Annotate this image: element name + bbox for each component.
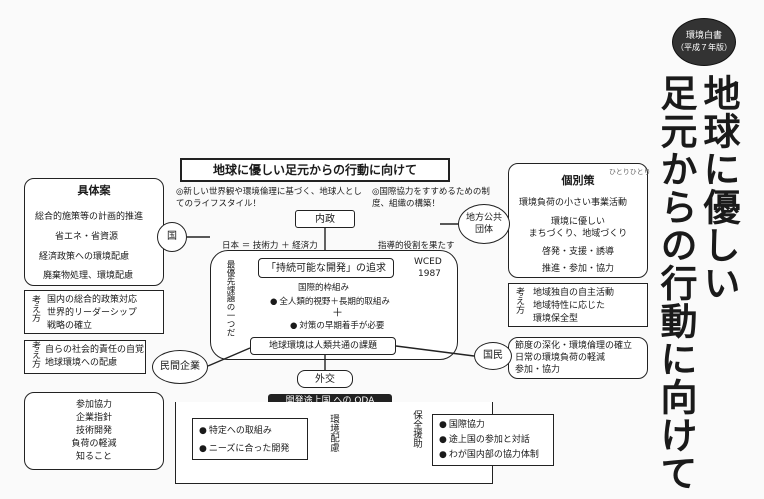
left-bottom-side-box: 考え方 自らの社会的責任の自覚 地球環境への配慮 (24, 340, 146, 374)
oda-mid-1: 環境配慮 (328, 414, 339, 452)
actor-chiho: 地方公共団体 (458, 204, 510, 244)
note-right: ◎国際協力をすすめるための制度、組織の構築！ (372, 186, 502, 210)
right-top-side-item: 地域独自の自主活動 (533, 288, 615, 298)
left-bottom-panel: 参加協力 企業指針 技術開発 負荷の軽減 知ること (24, 392, 164, 470)
note-left-text: ◎新しい世界観や環境倫理に基づく、地球人としてのライフスタイル！ (176, 187, 362, 209)
oda-right-item: 途上国の参加と対話 (439, 434, 530, 447)
oda-mid-2: 保全援助 (411, 410, 422, 448)
center-title: 地球に優しい足元からの行動に向けて (212, 163, 417, 177)
actor-kokumin: 国民 (474, 342, 512, 370)
oda-right-item: わが国内部の協力体制 (439, 449, 539, 462)
actor-chiho-label: 地方公共団体 (465, 213, 502, 235)
right-top-item: 推進・参加・協力 (541, 264, 614, 274)
wced-year: 1987 (418, 269, 441, 279)
pursuit-box: 「持続可能な開発」の追求 (258, 258, 394, 278)
actor-kuni-label: 国 (167, 231, 177, 242)
left-top-item: 総合的施策等の計画的推進 (35, 212, 144, 222)
naisei-label: 内政 (315, 214, 335, 225)
right-top-side-item: 地域特性に応じた (533, 301, 606, 311)
left-top-item: 廃棄物処理、環境配慮 (43, 271, 134, 281)
connector-minkan (207, 347, 251, 367)
vertical-title-line2: 足元からの行動に向けて (654, 74, 697, 492)
left-top-item: 経済政策への環境配慮 (39, 252, 130, 262)
badge-line2: （平成７年版） (676, 43, 732, 52)
priority-vertical: 最優先課題の一つだ (225, 260, 235, 337)
left-bottom-side-label: 考え方 (30, 341, 40, 368)
actor-kuni: 国 (157, 222, 187, 252)
oda-right-item: 国際協力 (439, 419, 485, 432)
left-bottom-side-item: 自らの社会的責任の自覚 (45, 345, 145, 355)
right-top-side-box: 考え方 地域独自の自主活動 地域特性に応じた 環境保全型 (508, 283, 648, 327)
left-top-panel: 具体案 総合的施策等の計画的推進 省エネ・省資源 経済政策への環境配慮 廃棄物処… (24, 178, 164, 286)
vertical-title-line1: 地球に優しい (697, 74, 740, 302)
framework-bullet-2: 対策の早期着手が必要 (290, 320, 384, 333)
left-bottom-item: 参加協力 (75, 400, 112, 410)
right-bottom-item: 節度の深化・環境倫理の確立 (515, 341, 633, 351)
right-bottom-item: 日常の環境負荷の軽減 (515, 353, 606, 363)
actor-minkan-label: 民間企業 (160, 361, 200, 372)
left-top-side-box: 考え方 国内の総合的政策対応 世界的リーダーシップ 戦略の確立 (24, 290, 164, 334)
right-top-side-label: 考え方 (514, 287, 524, 314)
pursuit-label: 「持続可能な開発」の追求 (266, 263, 386, 274)
center-title-box: 地球に優しい足元からの行動に向けて (180, 158, 450, 182)
left-top-heading: 具体案 (77, 184, 111, 197)
gaiko-label: 外交 (315, 374, 335, 385)
plus-sign: ＋ (332, 306, 343, 319)
right-top-item: 啓発・支援・誘導 (541, 247, 614, 257)
connector-kokumin (395, 345, 475, 357)
left-bottom-side-item: 地球環境への配慮 (45, 358, 118, 368)
left-top-side-label: 考え方 (30, 295, 40, 322)
left-top-side-item: 世界的リーダーシップ (47, 308, 137, 318)
framework-bullet-1: 全人類的視野＋長期的取組み (270, 296, 390, 309)
note-right-text: ◎国際協力をすすめるための制度、組織の構築！ (372, 187, 490, 209)
right-bottom-item: 参加・協力 (515, 365, 561, 375)
left-top-side-item: 戦略の確立 (47, 321, 93, 331)
left-top-side-item: 国内の総合的政策対応 (47, 295, 138, 305)
left-bottom-item: 企業指針 (75, 413, 112, 423)
badge-line1: 環境白書 (685, 31, 722, 41)
note-left: ◎新しい世界観や環境倫理に基づく、地球人としてのライフスタイル！ (176, 186, 366, 210)
right-top-badge: ひとりひとり (609, 168, 651, 176)
actor-minkan: 民間企業 (152, 350, 208, 384)
common-box: 地球環境は人類共通の課題 (250, 337, 396, 355)
left-bottom-item: 技術開発 (75, 426, 112, 436)
left-bottom-item: 知ること (75, 452, 112, 462)
right-top-side-item: 環境保全型 (533, 314, 579, 324)
common-label: 地球環境は人類共通の課題 (268, 341, 377, 351)
right-bottom-panel: 節度の深化・環境倫理の確立 日常の環境負荷の軽減 参加・協力 (508, 337, 648, 379)
oda-left-item: ニーズに合った開発 (199, 443, 290, 456)
right-top-heading: 個別策 (561, 174, 595, 187)
oda-left-box: 特定への取組み ニーズに合った開発 (192, 418, 308, 460)
oda-left-item: 特定への取組み (199, 425, 272, 438)
wced-label: WCED (414, 257, 442, 267)
right-top-item: まちづくり、地域づくり (528, 229, 628, 239)
japan-equation: 日本 ＝ 技術力 ＋ 経済力 (222, 241, 318, 251)
source-badge: 環境白書 （平成７年版） (672, 18, 736, 66)
gaiko-box: 外交 (297, 370, 353, 388)
naisei-box: 内政 (295, 210, 355, 228)
right-top-item: 環境に優しい (550, 217, 605, 227)
left-top-item: 省エネ・省資源 (55, 232, 119, 242)
left-bottom-item: 負荷の軽減 (71, 439, 117, 449)
oda-right-box: 国際協力 途上国の参加と対話 わが国内部の協力体制 (432, 414, 554, 466)
leader-role: 指導的役割を果たす (378, 241, 455, 251)
framework-label: 国際的枠組み (298, 283, 350, 293)
actor-kokumin-label: 国民 (483, 350, 503, 361)
right-top-panel: 個別策 ひとりひとり 環境負荷の小さい事業活動 環境に優しい まちづくり、地域づ… (508, 163, 651, 278)
oda-bar-label: 開発途上国 への ODA (285, 396, 375, 406)
right-top-item: 環境負荷の小さい事業活動 (519, 198, 628, 208)
